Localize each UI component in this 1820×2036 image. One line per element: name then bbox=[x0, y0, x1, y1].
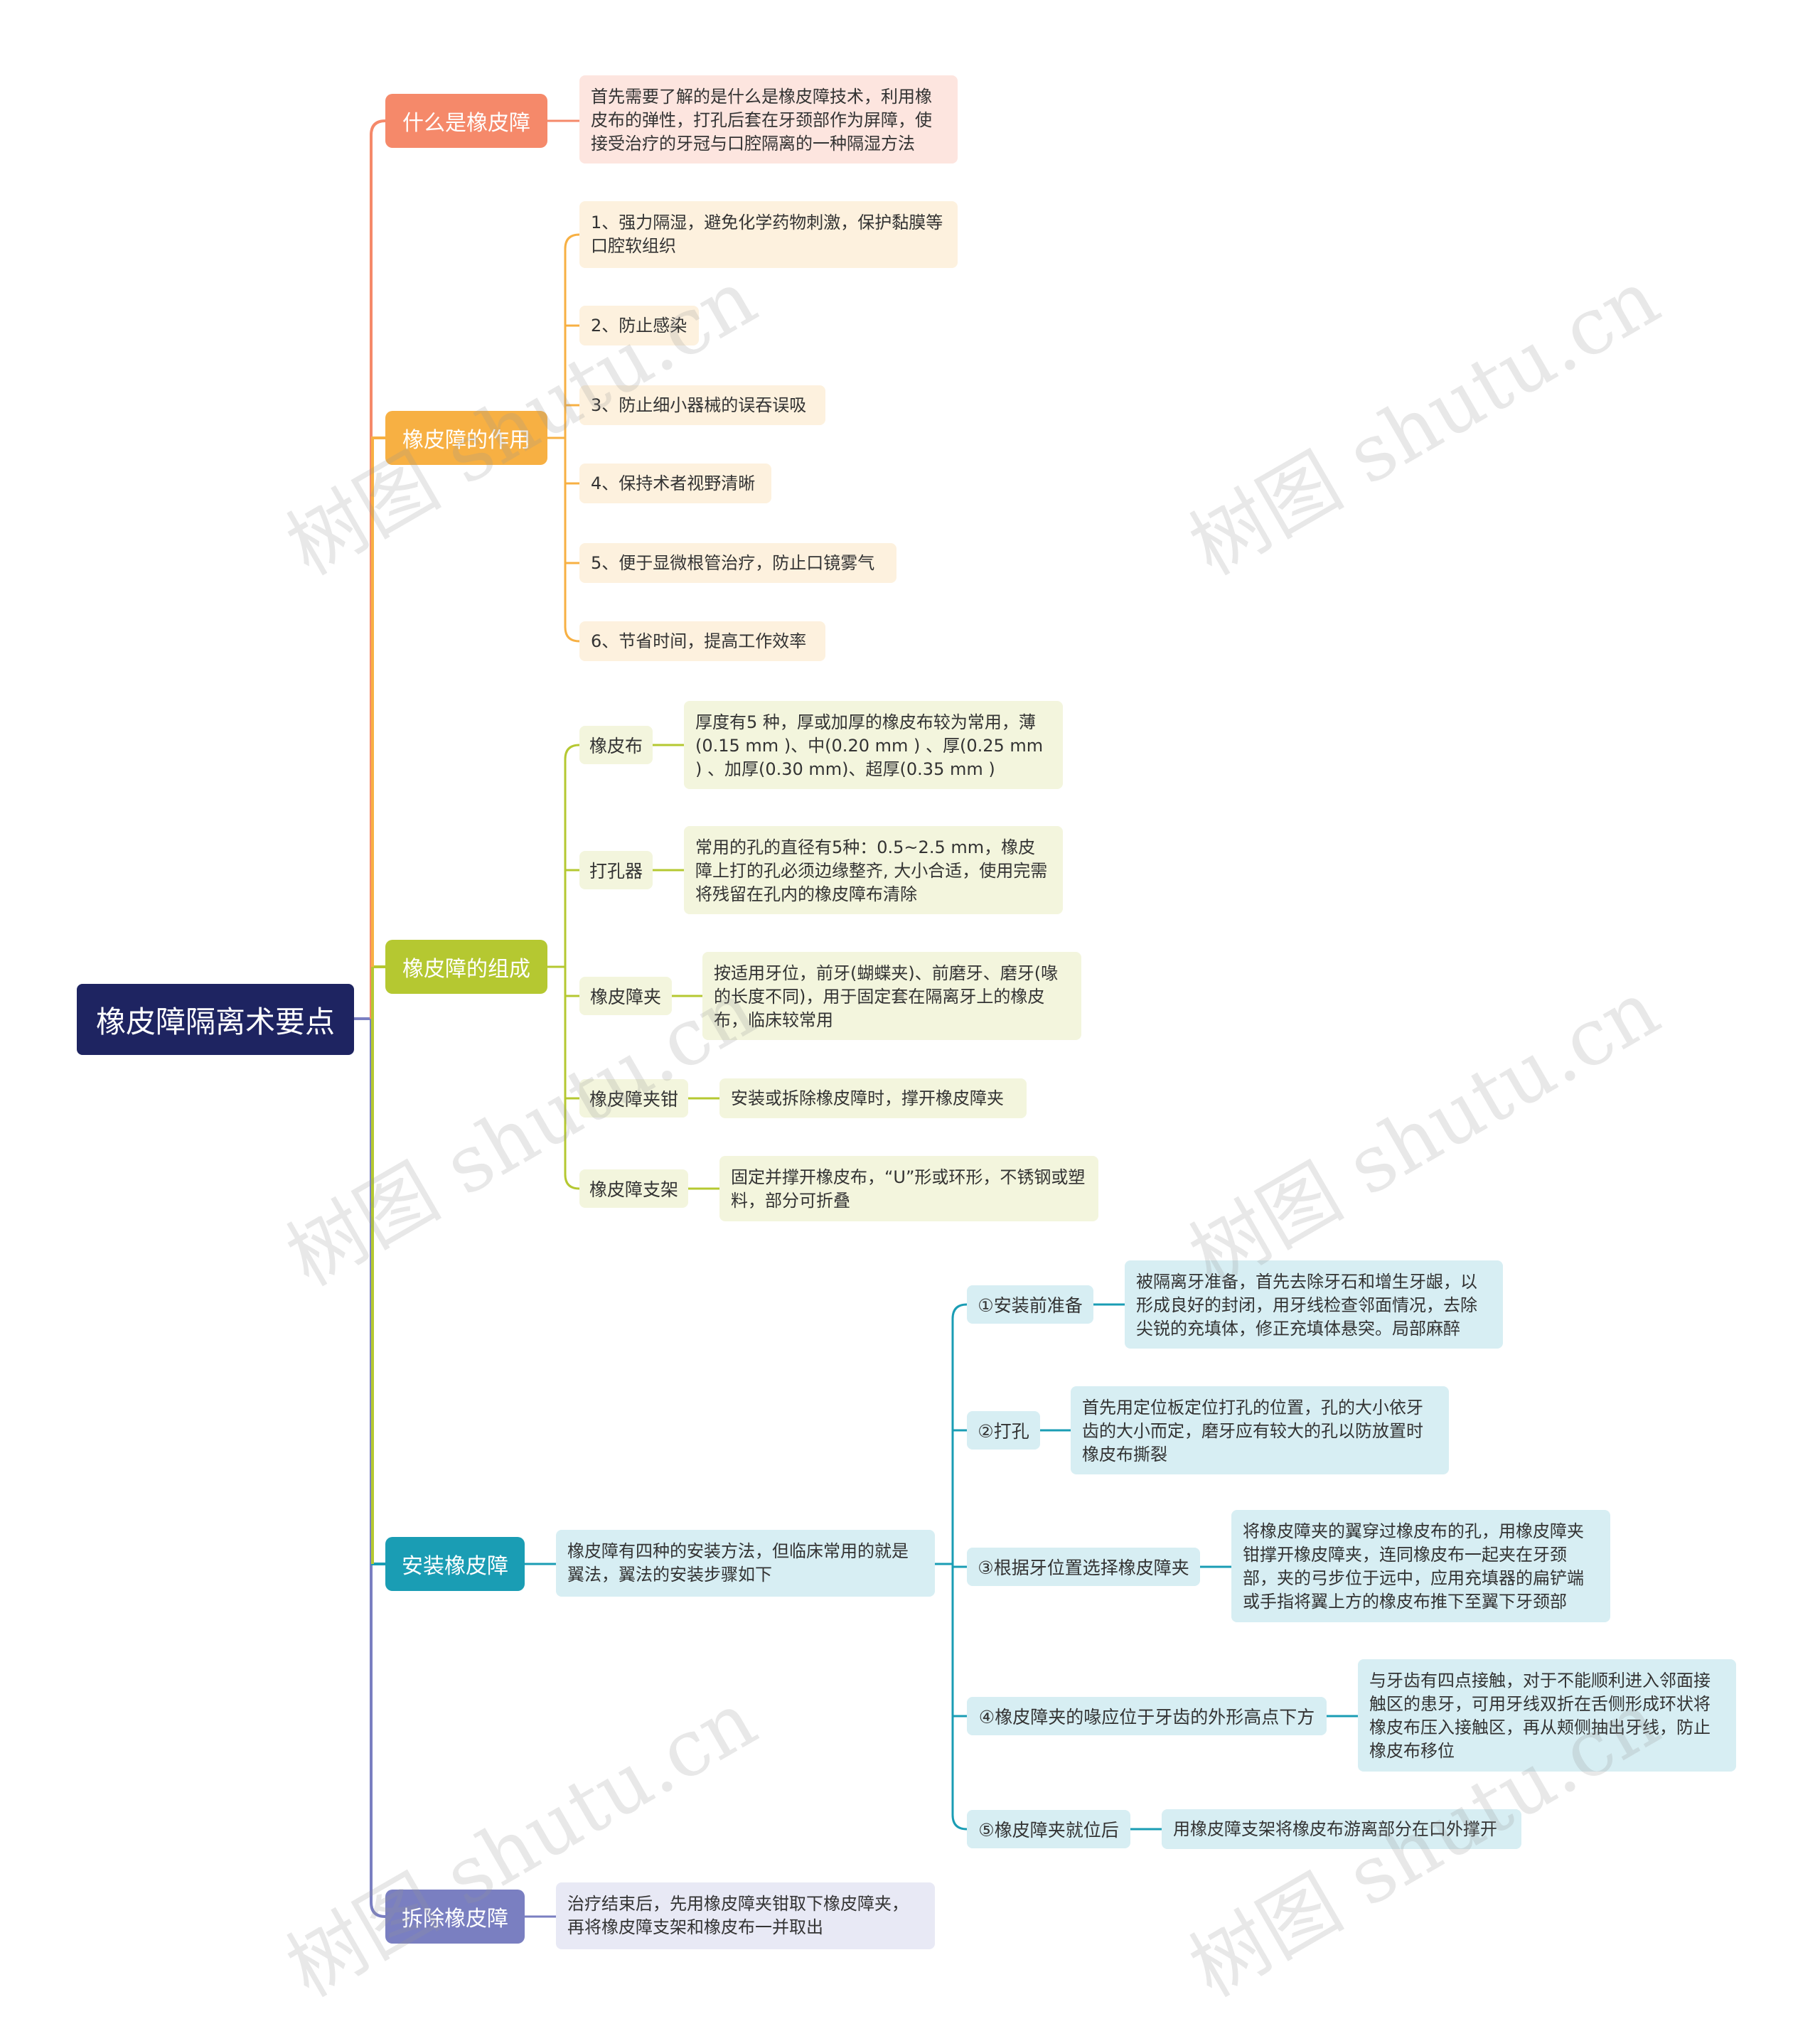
role-item: 6、节省时间，提高工作效率 bbox=[579, 621, 825, 661]
install-step-note: 与牙齿有四点接触，对于不能顺利进入邻面接触区的患牙，可用牙线双折在舌侧形成环状将… bbox=[1358, 1659, 1736, 1772]
branch-what-is-rubber-dam[interactable]: 什么是橡皮障 bbox=[385, 94, 547, 148]
role-item: 2、防止感染 bbox=[579, 306, 699, 345]
install-step-note: 首先用定位板定位打孔的位置，孔的大小依牙齿的大小而定，磨牙应有较大的孔以防放置时… bbox=[1071, 1386, 1449, 1474]
component-note: 安装或拆除橡皮障时，撑开橡皮障夹 bbox=[719, 1078, 1027, 1118]
component-label[interactable]: 橡皮障夹 bbox=[579, 977, 672, 1015]
component-note: 按适用牙位，前牙(蝴蝶夹)、前磨牙、磨牙(喙的长度不同)，用于固定套在隔离牙上的… bbox=[702, 952, 1081, 1040]
role-item: 5、便于显微根管治疗，防止口镜雾气 bbox=[579, 543, 896, 583]
remove-note: 治疗结束后，先用橡皮障夹钳取下橡皮障夹，再将橡皮障支架和橡皮布一并取出 bbox=[556, 1882, 935, 1949]
install-step-note: 被隔离牙准备，首先去除牙石和增生牙龈，以形成良好的封闭，用牙线检查邻面情况，去除… bbox=[1125, 1260, 1503, 1349]
root-topic[interactable]: 橡皮障隔离术要点 bbox=[77, 984, 354, 1055]
install-step-note: 用橡皮障支架将橡皮布游离部分在口外撑开 bbox=[1162, 1809, 1521, 1849]
branch-remove[interactable]: 拆除橡皮障 bbox=[385, 1890, 525, 1944]
component-label[interactable]: 打孔器 bbox=[579, 851, 653, 889]
component-note: 厚度有5 种，厚或加厚的橡皮布较为常用，薄(0.15 mm )、中(0.20 m… bbox=[684, 701, 1063, 789]
install-step-note: 将橡皮障夹的翼穿过橡皮布的孔，用橡皮障夹钳撑开橡皮障夹，连同橡皮布一起夹在牙颈部… bbox=[1231, 1510, 1610, 1622]
install-intro-note: 橡皮障有四种的安装方法，但临床常用的就是翼法，翼法的安装步骤如下 bbox=[556, 1530, 935, 1597]
role-item: 3、防止细小器械的误吞误吸 bbox=[579, 385, 825, 425]
install-step-label[interactable]: ②打孔 bbox=[967, 1411, 1040, 1450]
component-note: 常用的孔的直径有5种：0.5~2.5 mm，橡皮障上打的孔必须边缘整齐, 大小合… bbox=[684, 826, 1063, 914]
role-item: 4、保持术者视野清晰 bbox=[579, 464, 771, 503]
what-definition-note: 首先需要了解的是什么是橡皮障技术，利用橡皮布的弹性，打孔后套在牙颈部作为屏障，使… bbox=[579, 75, 958, 164]
branch-components[interactable]: 橡皮障的组成 bbox=[385, 940, 547, 994]
branch-role[interactable]: 橡皮障的作用 bbox=[385, 411, 547, 465]
branch-install[interactable]: 安装橡皮障 bbox=[385, 1537, 525, 1591]
component-note: 固定并撑开橡皮布，“U”形或环形，不锈钢或塑料，部分可折叠 bbox=[719, 1156, 1098, 1221]
install-step-label[interactable]: ①安装前准备 bbox=[967, 1285, 1093, 1324]
component-label[interactable]: 橡皮布 bbox=[579, 726, 653, 764]
install-step-label[interactable]: ③根据牙位置选择橡皮障夹 bbox=[967, 1548, 1200, 1586]
role-item: 1、强力隔湿，避免化学药物刺激，保护黏膜等口腔软组织 bbox=[579, 201, 958, 268]
component-label[interactable]: 橡皮障夹钳 bbox=[579, 1079, 688, 1118]
component-label[interactable]: 橡皮障支架 bbox=[579, 1169, 688, 1208]
install-step-label[interactable]: ④橡皮障夹的喙应位于牙齿的外形高点下方 bbox=[967, 1697, 1327, 1735]
install-step-label[interactable]: ⑤橡皮障夹就位后 bbox=[967, 1810, 1130, 1848]
